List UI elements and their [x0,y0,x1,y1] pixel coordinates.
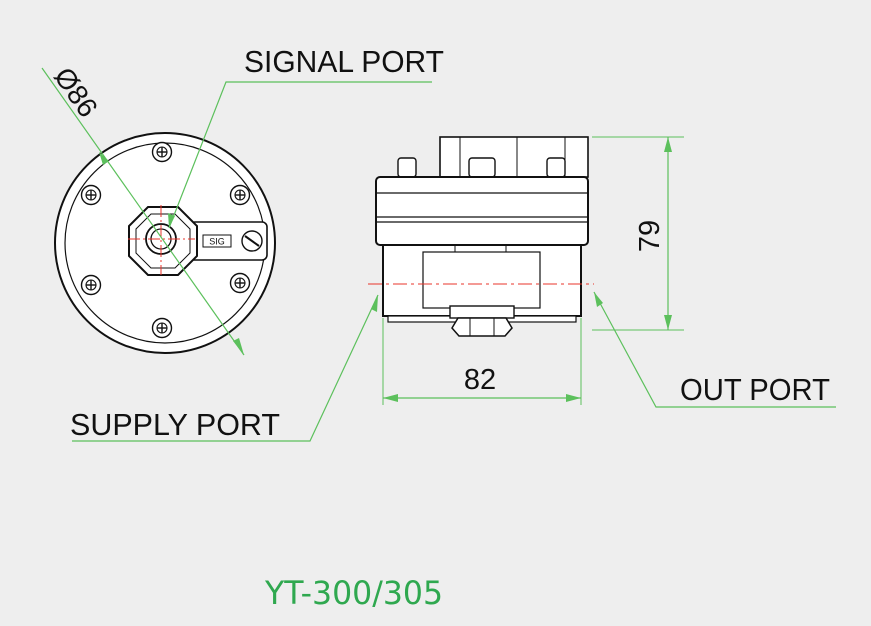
top-housing [439,136,589,178]
width-dimension-label: 82 [464,364,496,396]
signal-port-label: SIGNAL PORT [244,44,444,79]
screw-icon [229,272,251,294]
cap-right [546,157,566,178]
model-title: YT-300/305 [264,574,443,612]
signal-port-arrow-icon [168,213,175,228]
cap-middle [468,157,496,178]
diameter-label: Ø86 [48,62,104,123]
out-port-leader [593,291,836,408]
upper-body [375,176,589,246]
supply-port-leader [72,294,379,442]
sig-plate [202,234,232,248]
height-arrow-icon [664,137,672,152]
out-port-label: OUT PORT [680,372,830,407]
signal-port-leader [168,81,432,229]
hex-nut [451,317,513,337]
screw-icon [151,317,173,339]
out-port-arrow-icon [594,292,603,307]
side-view: 82 79 OUT PORT [368,136,836,408]
screw-icon [229,184,251,206]
height-dimension-label: 79 [634,220,666,252]
width-arrow-icon [383,394,398,402]
diameter-arrow-icon [233,338,244,355]
sig-tag: SIG [209,237,225,247]
screw-icon [151,141,173,163]
signal-boss-inner [135,213,191,269]
supply-port-arrow-icon [371,295,378,312]
top-view: SIG Ø86 SIGNAL PORT SUPPLY PORT [41,44,444,442]
diameter-leader [41,67,245,356]
screw-icon [80,184,102,206]
width-arrow-icon [566,394,581,402]
screw-icon [80,274,102,296]
supply-port-label: SUPPLY PORT [70,407,280,442]
supply-fitting [449,305,515,319]
height-arrow-icon [664,315,672,330]
cap-left [397,157,417,178]
inner-window [422,251,541,309]
diameter-arrow-icon [99,152,109,165]
